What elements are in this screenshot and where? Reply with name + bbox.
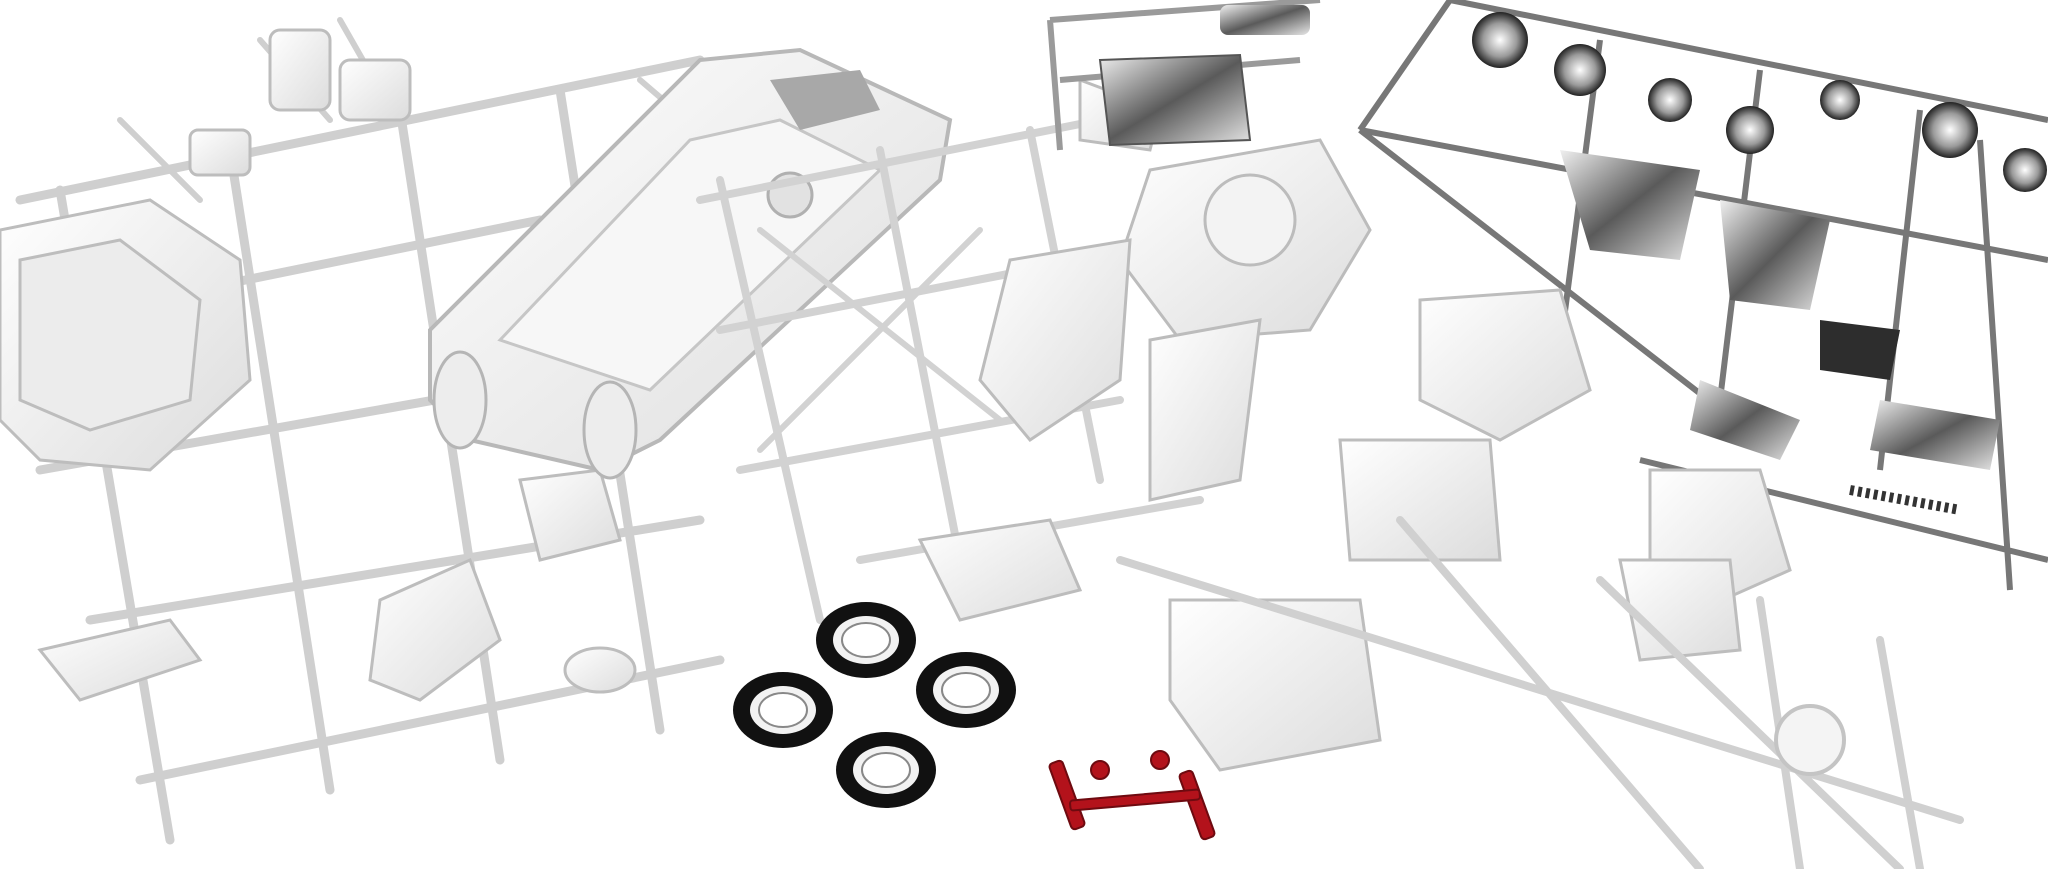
tire-3 bbox=[733, 672, 833, 748]
chrome-parts bbox=[1472, 12, 2047, 515]
tire-2 bbox=[916, 652, 1016, 728]
chassis-sprue bbox=[696, 116, 1204, 624]
chrome-mirror-sprue bbox=[1047, 0, 1321, 151]
tire-1 bbox=[816, 602, 916, 678]
lower-right-sprue bbox=[1116, 516, 1964, 869]
tires bbox=[733, 602, 1016, 808]
car-body-shell bbox=[428, 47, 953, 480]
red-part bbox=[1048, 750, 1216, 841]
interior-parts bbox=[1168, 288, 1792, 772]
chassis-parts bbox=[917, 77, 1372, 622]
tire-4 bbox=[836, 732, 936, 808]
left-sprue-parts bbox=[0, 28, 637, 702]
